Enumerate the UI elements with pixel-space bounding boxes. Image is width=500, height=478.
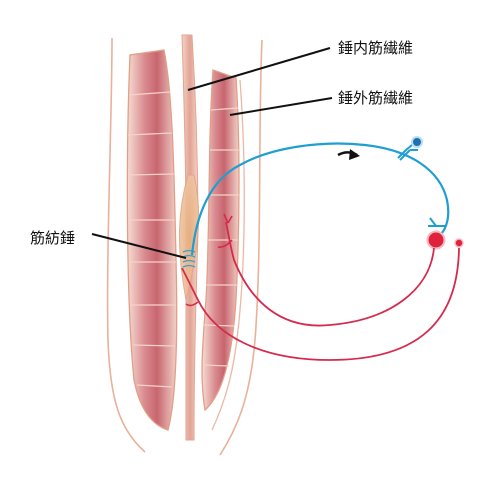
alpha-motor-axon bbox=[225, 221, 435, 327]
sensory-neuron-body bbox=[411, 136, 423, 148]
motor-nerve bbox=[181, 213, 464, 361]
label-spindle: 筋紡錘 bbox=[30, 229, 75, 247]
gamma-branch-lower bbox=[185, 301, 199, 307]
leader-intrafusal bbox=[187, 47, 331, 91]
sensory-synapse-fork bbox=[428, 217, 446, 227]
gamma-motor-neuron bbox=[454, 238, 464, 248]
extrafusal-fiber-left bbox=[126, 49, 178, 431]
leader-spindle bbox=[91, 233, 187, 259]
leader-extrafusal bbox=[229, 97, 333, 116]
sensory-branch-y bbox=[399, 149, 418, 161]
alpha-motor-neuron bbox=[426, 230, 446, 250]
alpha-branch-right bbox=[217, 239, 233, 248]
alpha-branch-fork bbox=[223, 213, 233, 224]
gamma-motor-axon bbox=[181, 247, 460, 361]
muscle-sheath-left bbox=[106, 37, 146, 453]
label-intrafusal: 錘内筋繊維 bbox=[338, 39, 413, 57]
extrafusal-fiber-small bbox=[211, 79, 245, 431]
leader-lines bbox=[91, 47, 333, 259]
spindle-capsule bbox=[178, 174, 200, 301]
muscle-sheath-right bbox=[219, 39, 263, 456]
sensory-nerve bbox=[190, 136, 450, 256]
fiber-striations-right bbox=[202, 107, 239, 367]
sensory-nerve-path bbox=[190, 142, 450, 256]
direction-arrow bbox=[337, 149, 360, 160]
muscle-group bbox=[106, 34, 263, 456]
label-extrafusal: 錘外筋繊維 bbox=[338, 89, 413, 107]
sensory-branch bbox=[397, 144, 413, 159]
fiber-striations-left bbox=[127, 91, 176, 388]
